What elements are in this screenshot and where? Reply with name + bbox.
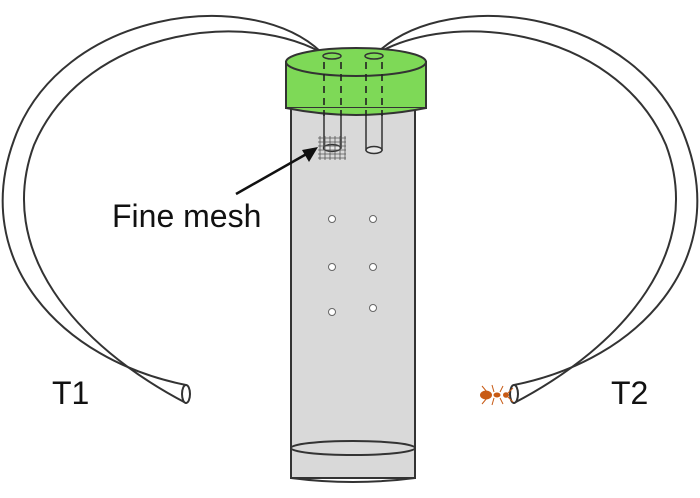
cylinder (290, 107, 416, 483)
inner-tube-left-end (322, 143, 342, 153)
inner-tube-right-end (365, 145, 383, 155)
cylinder-base-curve (290, 477, 416, 483)
mesh-arrow (235, 147, 318, 196)
air-hole (369, 304, 377, 312)
label-t1: T1 (52, 375, 89, 411)
air-hole (369, 263, 377, 271)
cap-opening-left (322, 52, 342, 60)
ant-icon (480, 384, 514, 406)
tube-t2 (363, 15, 699, 404)
tube-t2-inner-wall (363, 30, 677, 404)
mesh-icon (318, 136, 346, 160)
cap-opening-right (364, 52, 384, 60)
tube-t1-outer-wall (1, 15, 322, 386)
label-fine-mesh: Fine mesh (112, 198, 261, 234)
air-hole (328, 263, 336, 271)
cap (285, 47, 427, 116)
air-hole (369, 215, 377, 223)
cap-bottom-edge (285, 107, 427, 116)
cap-top (285, 47, 427, 77)
cylinder-body (290, 107, 416, 479)
label-t2: T2 (611, 375, 648, 411)
cylinder-bottom-rim (290, 440, 416, 456)
tube-t1 (1, 15, 337, 404)
tube-t2-outer-wall (377, 15, 699, 386)
air-hole (328, 308, 336, 316)
tube-t1-inner-wall (23, 30, 337, 404)
tube-t1-open-end (181, 384, 191, 404)
air-holes (328, 215, 377, 316)
air-hole (328, 215, 336, 223)
